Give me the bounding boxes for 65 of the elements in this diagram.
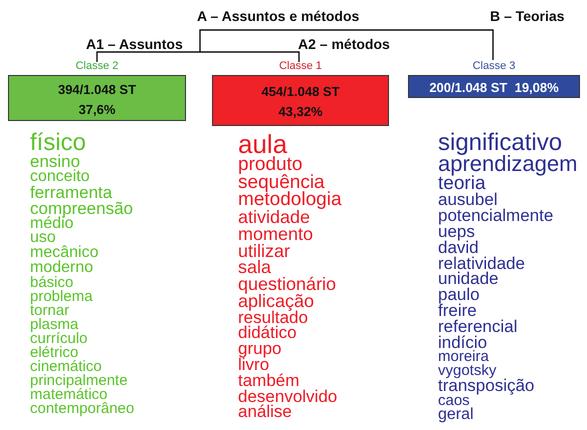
class-heading: Classe 2 (74, 60, 120, 72)
word-label: médio (30, 216, 74, 232)
word-label: sequência (238, 174, 325, 192)
class-heading: Classe 1 (278, 60, 323, 72)
word-label: david (438, 240, 479, 256)
class-count: 394/1.048 ST 37,6% (56, 81, 138, 120)
word-label: momento (238, 226, 314, 243)
branch-label: A1 – Assuntos (86, 36, 183, 52)
word-label: compreensão (30, 200, 134, 217)
word-label: ausubel (438, 192, 498, 208)
word-label: freire (438, 303, 477, 319)
class-heading: Classe 3 (472, 60, 516, 72)
class-count: 200/1.048 ST 19,08% (428, 79, 560, 97)
word-label: utilizar (238, 242, 290, 260)
word-label: físico (30, 132, 86, 154)
word-label: unidade (438, 271, 499, 288)
word-label: ueps (438, 224, 475, 240)
word-label: cinemático (30, 360, 102, 374)
word-label: produto (238, 156, 302, 174)
branch-label: B – Teorias (490, 8, 564, 24)
word-label: ensino (30, 154, 80, 170)
word-label: significativo (438, 132, 562, 154)
word-label: problema (30, 290, 93, 304)
word-label: questionário (238, 276, 336, 293)
word-label: tornar (30, 304, 70, 318)
word-label: metodologia (238, 191, 342, 210)
word-label: indício (438, 334, 488, 350)
word-label: contemporâneo (30, 402, 134, 416)
word-label: análise (238, 404, 292, 420)
word-label: resultado (238, 310, 308, 326)
word-label: ferramenta (30, 184, 112, 201)
class-count: 454/1.048 ST 43,32% (260, 83, 341, 122)
word-label: conceito (30, 170, 90, 185)
branch-label: A2 – métodos (298, 36, 390, 52)
word-label: matemático (30, 388, 108, 402)
word-label: vygotsky (438, 364, 496, 378)
word-label: teoria (438, 174, 486, 192)
word-label: currículo (30, 332, 88, 346)
word-label: desenvolvido (238, 388, 338, 404)
word-label: aprendizagem (438, 154, 578, 175)
word-label: transposição (438, 378, 534, 394)
word-label: aula (238, 132, 288, 156)
word-label: grupo (238, 341, 282, 357)
word-label: potencialmente (438, 208, 554, 224)
word-label: uso (30, 231, 56, 246)
word-label: também (238, 372, 300, 389)
word-label: básico (30, 276, 74, 290)
word-label: aplicação (238, 292, 314, 310)
word-label: referencial (438, 318, 518, 335)
word-label: didático (238, 325, 297, 342)
word-label: atividade (238, 209, 310, 226)
word-label: livro (238, 356, 270, 373)
word-label: sala (238, 259, 272, 276)
dendrogram-line (96, 29, 494, 62)
word-label: mecânico (30, 246, 98, 262)
word-label: relatividade (438, 256, 525, 272)
word-label: moreira (438, 350, 489, 364)
word-label: plasma (30, 318, 78, 332)
word-label: elétrico (30, 346, 78, 360)
branch-label: A – Assuntos e métodos (197, 8, 360, 24)
word-label: paulo (438, 287, 480, 303)
word-label: principalmente (30, 374, 128, 388)
word-label: caos (438, 394, 470, 408)
word-label: moderno (30, 261, 94, 276)
word-label: geral (438, 408, 474, 423)
